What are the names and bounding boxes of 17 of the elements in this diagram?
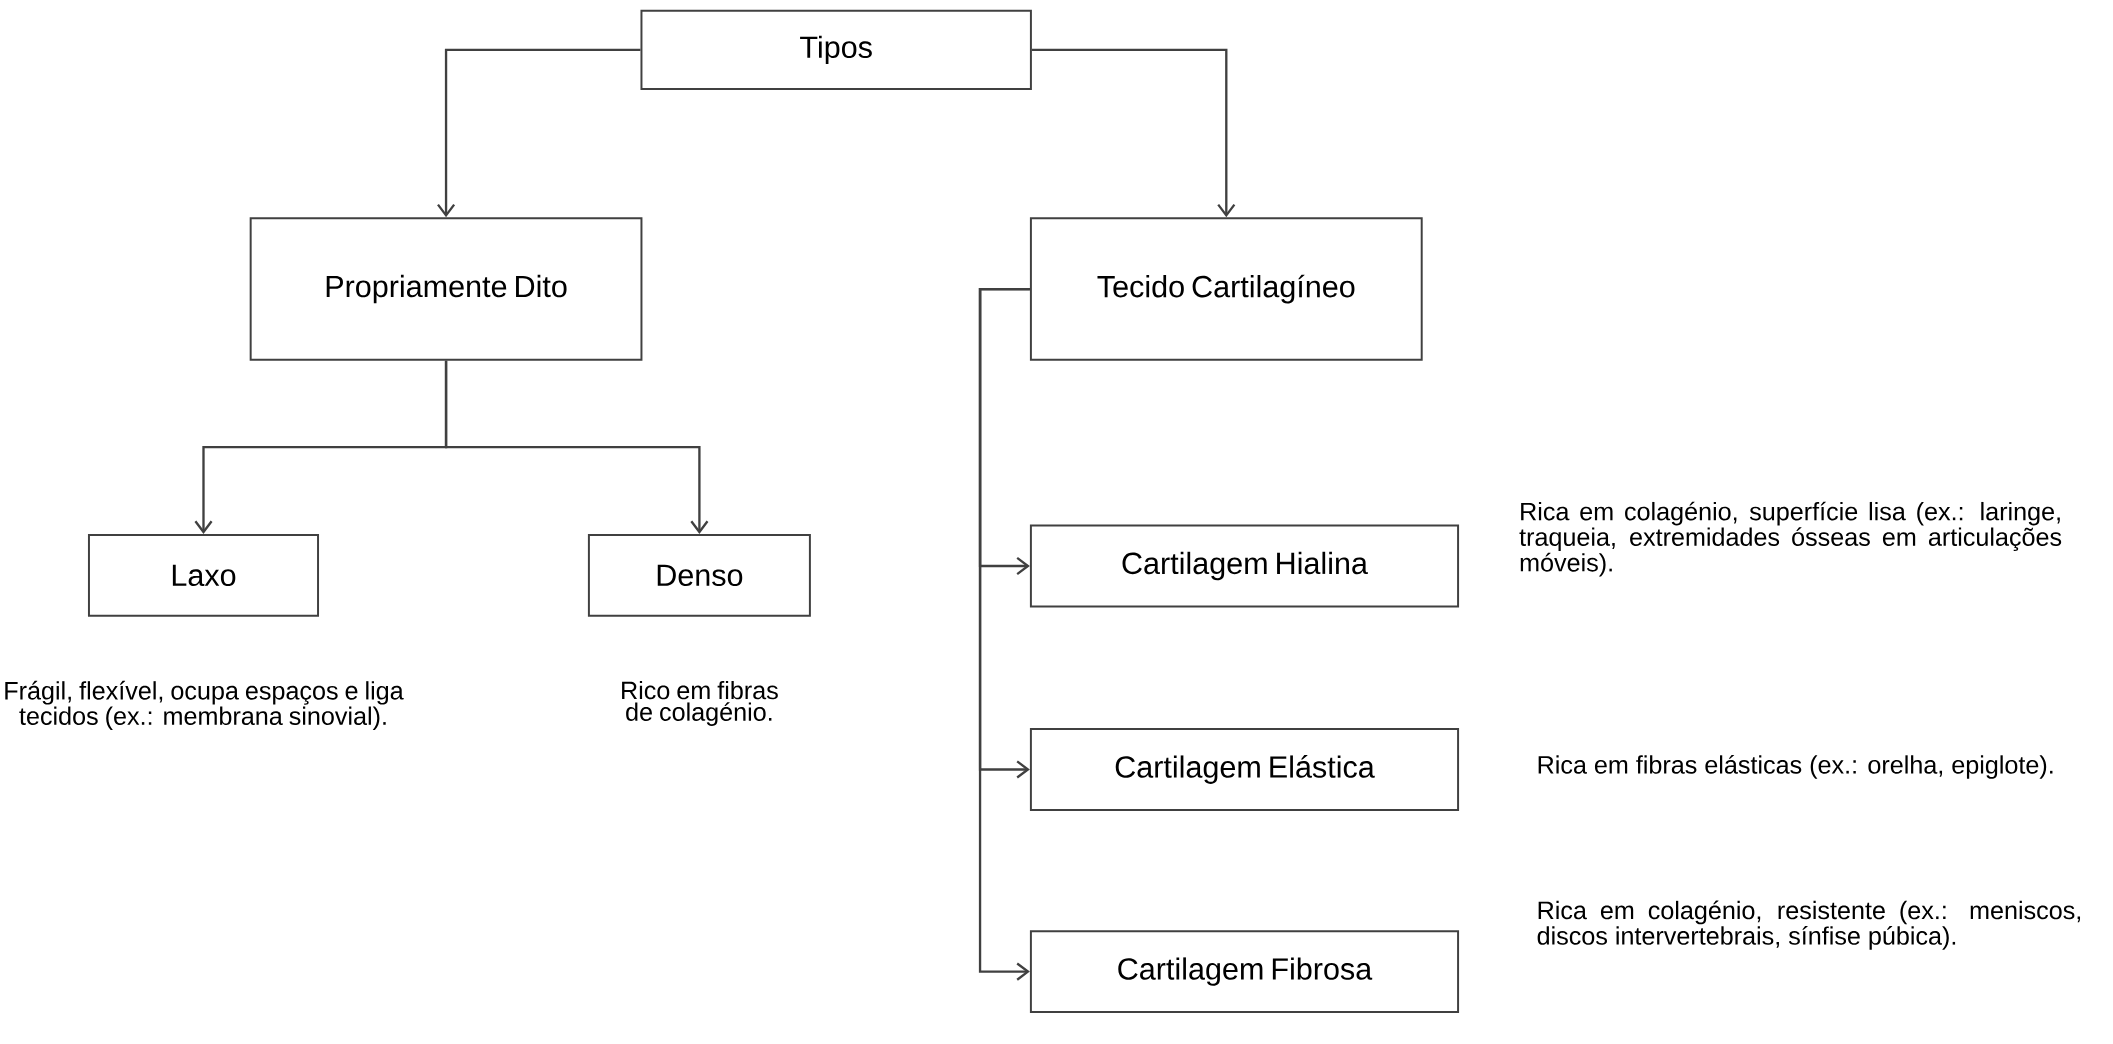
category-box: Cartilagem Hialina [1029, 524, 1460, 608]
description-text: Rica em colagénio, superfície lisa (ex.: laringe, traqueia, extremidades ósseas em articulações móveis). [1519, 501, 2062, 577]
category-box: Denso [587, 533, 811, 617]
category-box: Cartilagem Fibrosa [1029, 930, 1460, 1013]
description-text: Rica em colagénio, resistente (ex.: meniscos, discos intervertebrais, sínfise púbica). [1537, 900, 2080, 950]
category-box: Cartilagem Elástica [1029, 727, 1460, 811]
description-text: Frágil, flexível, ocupa espaços e liga tecidos (ex.: membrana sinovial). [5, 680, 404, 730]
connector-arrow [978, 287, 1030, 981]
description-text: Rica em fibras elásticas (ex.: orelha, epiglote). [1538, 754, 2053, 779]
category-box: Laxo [87, 533, 320, 617]
connector-arrow [437, 48, 641, 218]
category-box: Propriamente Dito [249, 217, 643, 361]
category-box: Tipos [640, 9, 1032, 90]
description-text: Rico em fibras de colagénio. [622, 680, 778, 726]
connector-arrow [1031, 48, 1236, 218]
category-box: Tecido Cartilagíneo [1029, 217, 1423, 361]
connector-arrow [444, 360, 709, 534]
